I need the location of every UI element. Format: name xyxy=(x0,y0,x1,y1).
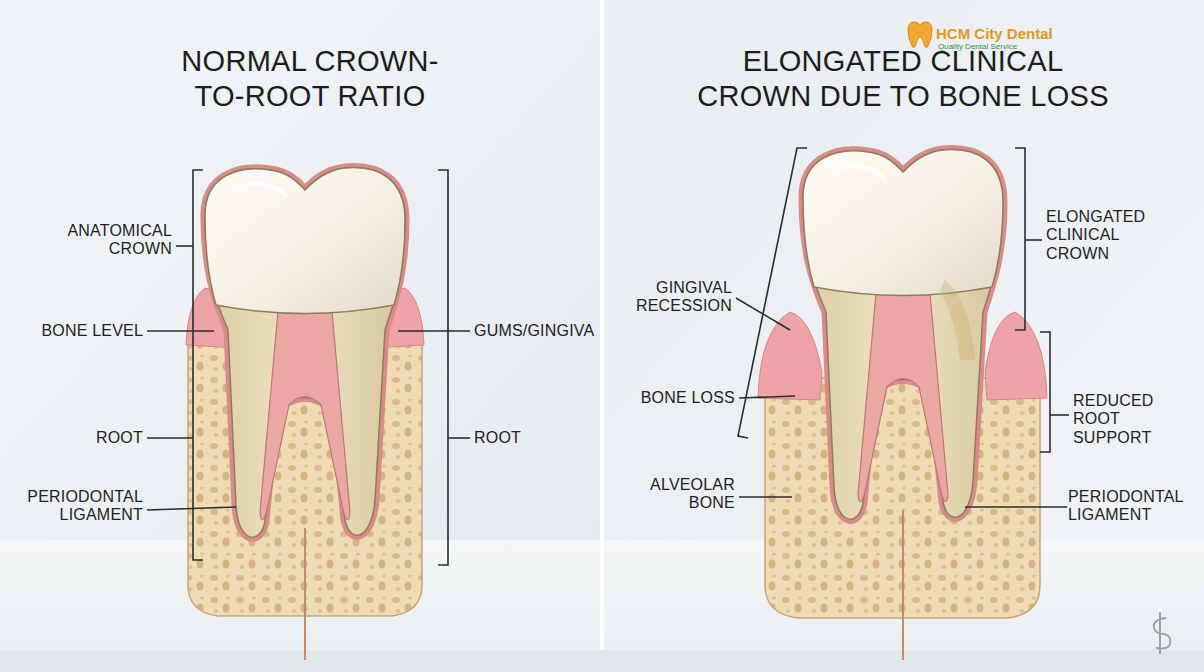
panel-heading: ELONGATED CLINICAL CROWN DUE TO BONE LOS… xyxy=(643,44,1163,114)
watermark-icon xyxy=(908,22,932,48)
bone-loss-tooth-figure-part xyxy=(985,312,1047,400)
part-label: ANATOMICAL CROWN xyxy=(32,222,172,259)
watermark-tagline: Quality Dental Service xyxy=(938,43,1017,51)
part-label: PERIODONTAL LIGAMENT xyxy=(1068,488,1198,525)
part-label: PERIODONTAL LIGAMENT xyxy=(13,488,143,525)
part-label: ROOT xyxy=(43,429,143,447)
leader-lines-part xyxy=(739,396,795,398)
corner-logo xyxy=(1154,612,1171,654)
part-label: GUMS/GINGIVA xyxy=(474,322,604,340)
normal-tooth-figure xyxy=(186,168,424,660)
leader-lines-part xyxy=(193,170,203,560)
part-label: ALVEOLAR BONE xyxy=(615,476,735,513)
panel-divider xyxy=(600,0,604,672)
corner-logo-part xyxy=(1159,612,1161,654)
leader-lines-part xyxy=(1040,332,1050,452)
leader-lines-part xyxy=(147,437,193,439)
bone-loss-tooth-figure-part xyxy=(803,150,1003,520)
part-label: ROOT xyxy=(474,429,574,447)
leader-lines-part xyxy=(398,330,470,332)
corner-logo-part xyxy=(1154,618,1171,649)
leader-lines-part xyxy=(1025,239,1042,241)
leader-lines-part xyxy=(1015,148,1025,330)
leader-lines-part xyxy=(738,148,807,438)
leader-lines-part xyxy=(739,496,792,498)
watermark: HCM City Dental xyxy=(936,26,1053,41)
leader-lines-part xyxy=(965,506,1067,508)
leader-lines-part xyxy=(147,507,236,510)
part-label: REDUCED ROOT SUPPORT xyxy=(1073,392,1193,447)
part-label: ELONGATED CLINICAL CROWN xyxy=(1046,208,1166,263)
watermark-icon-part xyxy=(908,22,932,48)
leader-lines-part xyxy=(176,245,193,247)
leader-lines xyxy=(147,148,1069,565)
leader-lines-part xyxy=(448,437,470,439)
bone-loss-tooth-figure-part xyxy=(758,312,822,400)
part-label: GINGIVAL RECESSION xyxy=(612,279,732,316)
part-label: BONE LEVEL xyxy=(13,322,143,340)
normal-tooth-figure-part xyxy=(304,528,306,660)
bone-loss-tooth-figure-part xyxy=(902,510,904,660)
leader-lines-part xyxy=(1050,414,1069,416)
normal-tooth-figure-part xyxy=(205,168,405,538)
leader-lines-part xyxy=(147,330,214,332)
bone-loss-tooth-figure xyxy=(758,150,1047,660)
floor-edge xyxy=(0,650,1204,672)
leader-lines-part xyxy=(438,170,448,565)
panel-heading: NORMAL CROWN-TO-ROOT RATIO xyxy=(110,44,510,114)
part-label: BONE LOSS xyxy=(615,389,735,407)
bone-loss-tooth-figure-part xyxy=(940,280,975,360)
leader-lines-part xyxy=(736,298,790,330)
